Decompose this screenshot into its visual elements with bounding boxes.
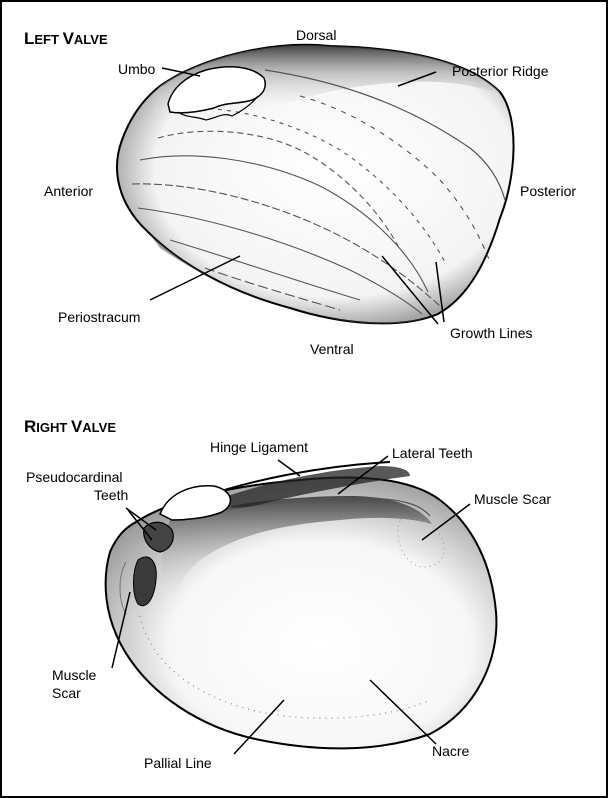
right-valve-shell <box>106 462 497 748</box>
label-teeth: Teeth <box>94 487 128 503</box>
svg-text:LEFT VALVE: LEFT VALVE <box>24 29 108 48</box>
left-valve-title: LEFT VALVE <box>24 29 108 48</box>
label-umbo: Umbo <box>118 61 156 77</box>
svg-text:RIGHT VALVE: RIGHT VALVE <box>24 417 116 436</box>
label-ventral: Ventral <box>310 341 354 357</box>
label-scar: Scar <box>52 685 81 701</box>
label-lateral-teeth: Lateral Teeth <box>392 445 473 461</box>
label-muscle-scar-right: Muscle Scar <box>474 491 551 507</box>
label-posterior-ridge: Posterior Ridge <box>452 63 549 79</box>
label-posterior: Posterior <box>520 183 576 199</box>
label-dorsal: Dorsal <box>296 27 336 43</box>
label-pseudocardinal: Pseudocardinal <box>26 469 123 485</box>
label-anterior: Anterior <box>44 183 93 199</box>
label-pallial-line: Pallial Line <box>144 755 212 771</box>
right-valve-title: RIGHT VALVE <box>24 417 116 436</box>
label-muscle: Muscle <box>52 667 97 683</box>
left-valve-shell <box>117 45 514 324</box>
label-hinge-ligament: Hinge Ligament <box>210 439 308 455</box>
label-nacre: Nacre <box>432 743 470 759</box>
label-growth-lines: Growth Lines <box>450 325 532 341</box>
label-periostracum: Periostracum <box>58 309 140 325</box>
